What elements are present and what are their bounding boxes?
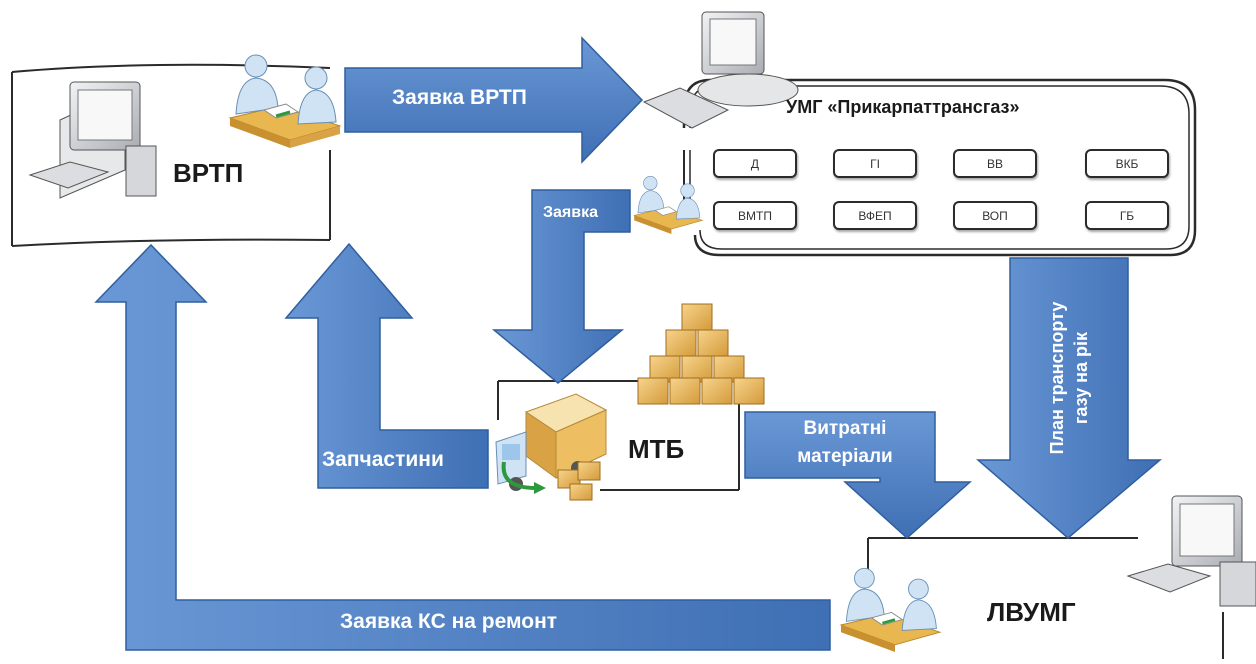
mtb-frame <box>497 380 740 491</box>
arrow-label-request: Заявка <box>543 204 598 221</box>
people-at-desk-icon <box>228 54 342 148</box>
department-box: ВВ <box>953 149 1037 178</box>
lvumg-frame <box>867 537 1224 659</box>
arrow-label-ks-repair-request: Заявка КС на ремонт <box>340 610 558 633</box>
arrow-spare-parts <box>284 242 489 489</box>
vrtp-frame <box>11 63 331 247</box>
boxes-pyramid-icon <box>637 303 765 405</box>
vrtp-title: ВРТП <box>173 158 244 188</box>
arrow-label-consumables-1: Витратні <box>803 418 887 439</box>
department-box: ГБ <box>1085 201 1169 230</box>
department-box: ВМТП <box>713 201 797 230</box>
arrow-consumables <box>744 411 972 540</box>
arrow-transport-plan <box>975 257 1163 539</box>
department-box: ВОП <box>953 201 1037 230</box>
mtb-title: МТБ <box>628 434 685 464</box>
arrow-request-vrtp <box>344 36 644 164</box>
people-at-desk-icon <box>839 567 942 652</box>
lvumg-title: ЛВУМГ <box>987 597 1076 627</box>
arrow-label-transport-plan-1: План транспорту <box>1047 301 1067 455</box>
computer-icon <box>1126 495 1256 607</box>
people-at-desk-icon <box>633 176 704 234</box>
department-box: Д <box>713 149 797 178</box>
arrow-request <box>491 189 631 384</box>
computer-icon <box>28 81 157 199</box>
arrow-label-spare-parts: Запчастини <box>322 448 444 471</box>
arrow-label-transport-plan: План транспорту газу на рік <box>1045 302 1093 455</box>
department-box: ГІ <box>833 149 917 178</box>
arrow-ks-repair-request <box>94 243 831 651</box>
department-box: ВФЕП <box>833 201 917 230</box>
arrow-label-transport-plan-2: газу на рік <box>1071 331 1091 425</box>
delivery-truck-icon <box>495 393 608 501</box>
department-box: ВКБ <box>1085 149 1169 178</box>
computer-icon <box>642 11 799 129</box>
arrow-label-consumables-2: матеріали <box>797 446 893 467</box>
umg-title: УМГ «Прикарпаттрансгаз» <box>786 97 1020 117</box>
arrow-label-request-vrtp: Заявка ВРТП <box>392 86 527 109</box>
